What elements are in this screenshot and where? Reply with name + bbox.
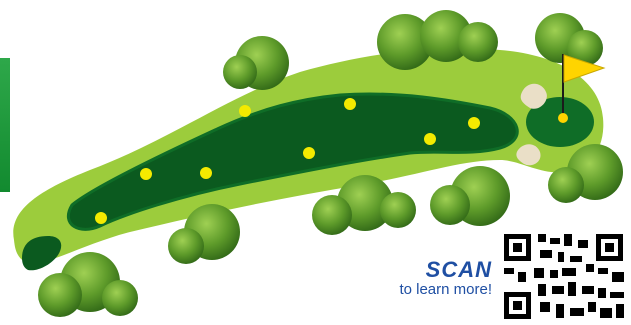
qr-code-icon[interactable] (498, 228, 631, 325)
yardage-marker (468, 117, 480, 129)
yardage-marker (424, 133, 436, 145)
yardage-marker (239, 105, 251, 117)
yardage-marker (344, 98, 356, 110)
yardage-marker (200, 167, 212, 179)
yardage-marker (140, 168, 152, 180)
scan-title: SCAN (360, 258, 492, 282)
yardage-marker (303, 147, 315, 159)
tree-cluster-8 (38, 252, 138, 317)
tree-cluster-1 (223, 36, 289, 90)
scan-subtitle: to learn more! (360, 282, 492, 298)
yardage-marker (95, 212, 107, 224)
scan-callout: SCAN to learn more! (360, 258, 492, 298)
tree-cluster-5 (430, 166, 510, 226)
